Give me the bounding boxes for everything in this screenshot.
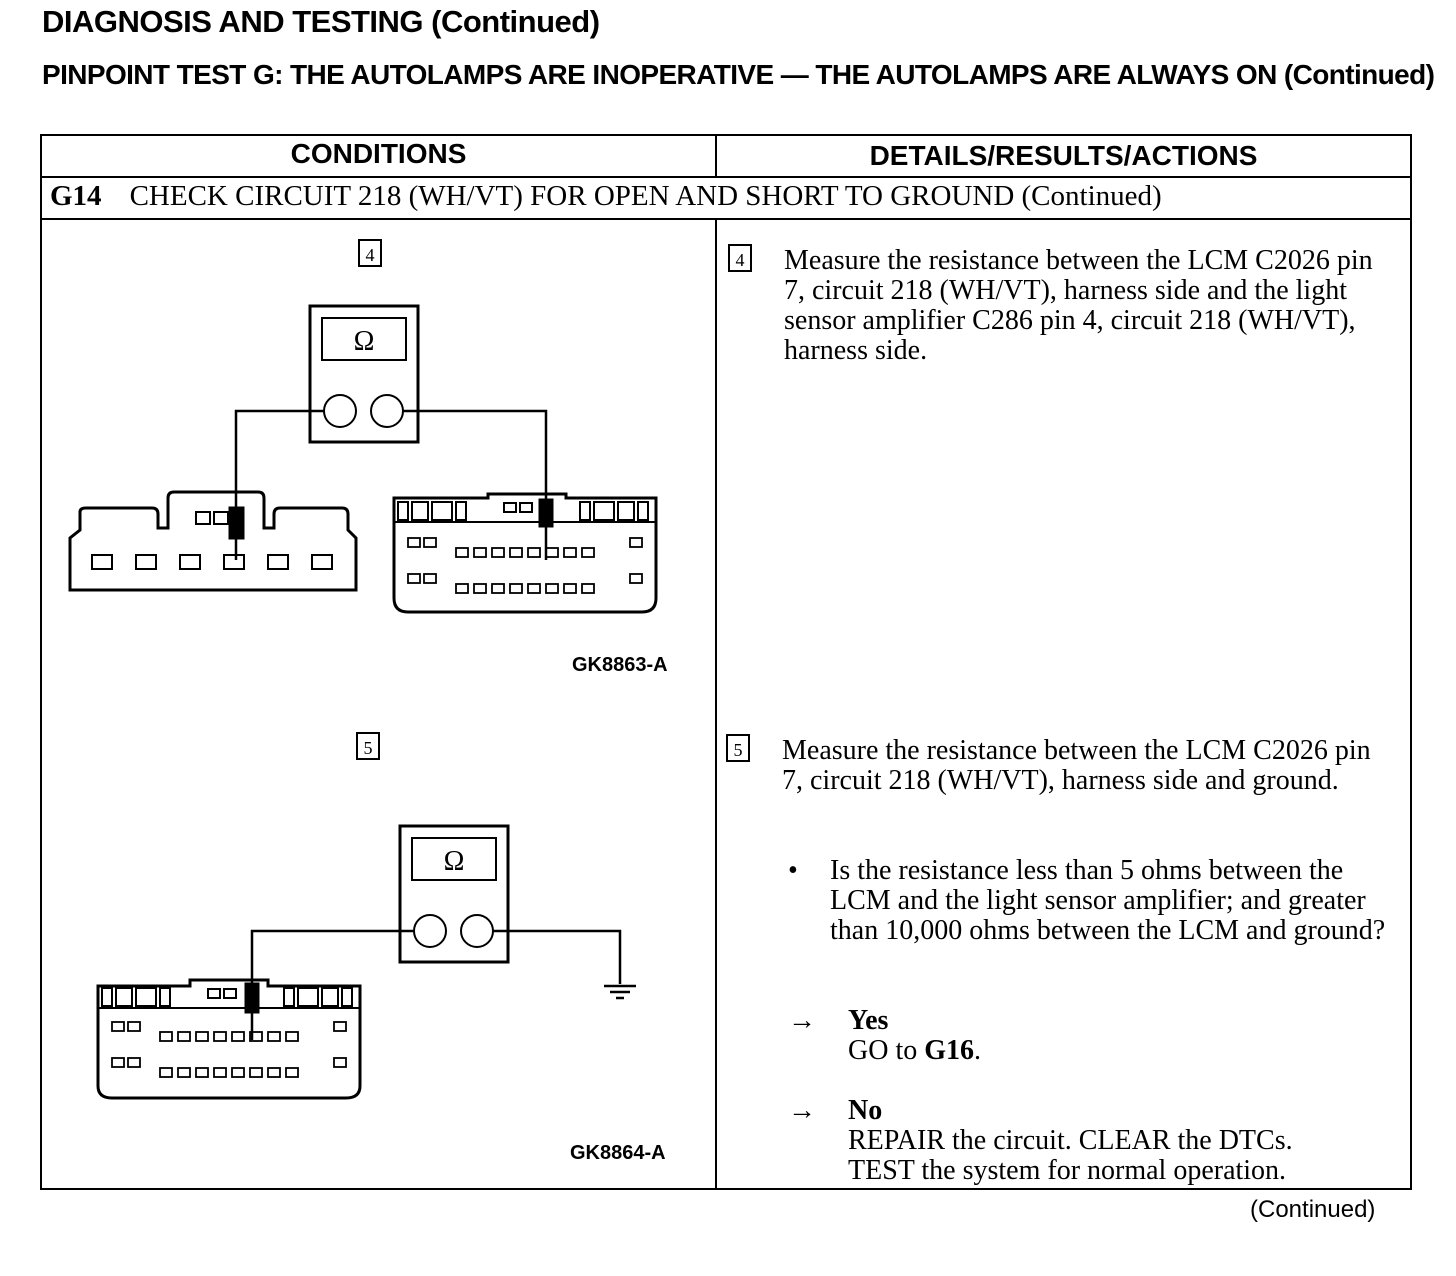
figure-code-step-5: GK8864-A xyxy=(570,1142,666,1164)
page-title: DIAGNOSIS AND TESTING (Continued) xyxy=(42,4,600,39)
column-divider xyxy=(715,220,717,1188)
step-5-question: Is the resistance less than 5 ohms betwe… xyxy=(830,855,1386,946)
step-title: CHECK CIRCUIT 218 (WH/VT) FOR OPEN AND S… xyxy=(129,180,1162,212)
step-title-row: G14 CHECK CIRCUIT 218 (WH/VT) FOR OPEN AN… xyxy=(50,180,1162,213)
conditions-column-header: CONDITIONS xyxy=(290,138,467,169)
step-5-number-box: 5 xyxy=(356,732,380,760)
header-divider xyxy=(42,176,1410,178)
question-bullet: • xyxy=(788,855,798,886)
header-column-divider xyxy=(715,136,717,178)
yes-label: Yes xyxy=(848,1005,889,1036)
step-5-detail-number-box: 5 xyxy=(726,734,750,762)
step-5-instruction: Measure the resistance between the LCM C… xyxy=(782,735,1371,796)
step-4-detail-number-box: 4 xyxy=(728,244,752,272)
no-action-line-1: REPAIR the circuit. CLEAR the DTCs. xyxy=(848,1125,1293,1156)
yes-arrow-icon: → xyxy=(788,1005,816,1036)
no-action-line-2: TEST the system for normal operation. xyxy=(848,1155,1287,1186)
step-id: G14 xyxy=(50,180,102,212)
yes-action: GO to G16. xyxy=(848,1035,982,1066)
continued-footer: (Continued) xyxy=(1250,1196,1376,1223)
no-label: No xyxy=(848,1095,883,1126)
step-title-divider xyxy=(42,218,1410,220)
pinpoint-test-table: CONDITIONS DETAILS/RESULTS/ACTIONS G14 CH… xyxy=(40,134,1412,1190)
pinpoint-test-title: PINPOINT TEST G: THE AUTOLAMPS ARE INOPE… xyxy=(42,59,1435,90)
no-arrow-icon: → xyxy=(788,1095,816,1126)
step-4-number-box: 4 xyxy=(358,239,382,267)
details-column-header: DETAILS/RESULTS/ACTIONS xyxy=(869,140,1258,171)
yes-action-target: G16 xyxy=(924,1035,975,1066)
step-4-instruction: Measure the resistance between the LCM C… xyxy=(784,245,1373,366)
figure-code-step-4: GK8863-A xyxy=(572,654,668,676)
